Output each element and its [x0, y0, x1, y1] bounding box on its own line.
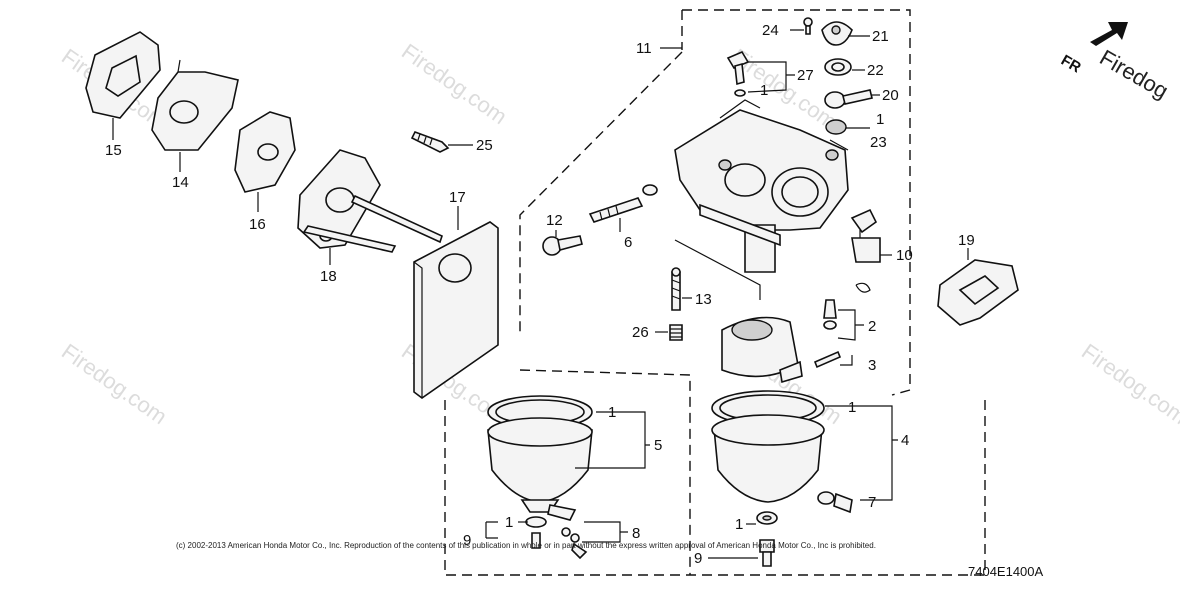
- callout-1-e: 1: [505, 514, 513, 531]
- callout-24: 24: [762, 22, 779, 39]
- front-label: FR: [1058, 52, 1084, 77]
- callout-6: 6: [624, 234, 632, 251]
- part-6-pilot-screw: [588, 184, 658, 223]
- watermark-7: Firedog.com: [1077, 339, 1180, 430]
- drawing-code: 7404E1400A: [968, 564, 1044, 579]
- part-22-seal: [824, 58, 852, 76]
- callout-26: 26: [632, 324, 649, 341]
- part-20-cover: [824, 89, 873, 109]
- part-2-float-valve: [823, 299, 837, 330]
- part-3-pin: [813, 350, 842, 369]
- callout-8: 8: [632, 525, 640, 542]
- callout-21: 21: [872, 28, 889, 45]
- callout-18: 18: [320, 268, 337, 285]
- part-19-gasket: [937, 259, 1019, 326]
- part-16-gasket: [234, 111, 296, 193]
- part-25-bolt: [410, 131, 450, 153]
- part-5-bowl: [487, 395, 593, 521]
- callout-4: 4: [901, 432, 909, 449]
- part-27-screw: [726, 50, 750, 97]
- callout-27: 27: [797, 67, 814, 84]
- part-21-cap: [821, 21, 853, 46]
- part-12-screw: [542, 235, 583, 256]
- callout-numbers: 24 21 11 27 22 1 20 1 23 25 15 14 16 17 …: [105, 22, 975, 567]
- copyright-notice: (c) 2002-2013 American Honda Motor Co., …: [176, 541, 876, 550]
- callout-1-a: 1: [760, 82, 768, 99]
- callout-2: 2: [868, 318, 876, 335]
- callout-5: 5: [654, 437, 662, 454]
- callout-11: 11: [636, 40, 652, 57]
- callout-7: 7: [868, 494, 876, 511]
- assembly-11-outline: [519, 9, 911, 396]
- callout-22: 22: [867, 62, 884, 79]
- part-23-diaphragm: [825, 119, 847, 135]
- part-26-spring: [669, 324, 683, 341]
- drain-parts-left: [525, 516, 588, 560]
- callout-20: 20: [882, 87, 899, 104]
- callout-1-f: 1: [735, 516, 743, 533]
- drain-parts-right: [756, 511, 778, 567]
- callout-leaders: [112, 29, 969, 559]
- callout-10: 10: [896, 247, 913, 264]
- lower-box-outline: [444, 369, 986, 576]
- body-leader: [674, 239, 761, 300]
- callout-14: 14: [172, 174, 189, 191]
- part-17-plate: [413, 221, 499, 399]
- carburetor-body: [674, 99, 849, 273]
- part-14-insulator: [151, 59, 239, 151]
- callout-3: 3: [868, 357, 876, 374]
- part-18-bracket: [297, 149, 443, 253]
- callout-1-d: 1: [848, 399, 856, 416]
- callout-19: 19: [958, 232, 975, 249]
- callout-1-c: 1: [608, 404, 616, 421]
- float: [721, 316, 803, 384]
- callout-23: 23: [870, 134, 887, 151]
- callout-15: 15: [105, 142, 122, 159]
- part-10-float-arm: [850, 208, 881, 293]
- part-24-screw: [803, 17, 813, 35]
- callout-9-b: 9: [694, 550, 702, 567]
- front-direction-arrow-icon: FR Firedog: [1058, 22, 1173, 104]
- callout-16: 16: [249, 216, 266, 233]
- callout-13: 13: [695, 291, 712, 308]
- part-4-bowl: [711, 390, 825, 503]
- part-15-gasket: [85, 31, 161, 119]
- callout-9-a: 9: [463, 532, 471, 549]
- callout-17: 17: [449, 189, 466, 206]
- watermark-4: Firedog.com: [57, 339, 172, 430]
- callout-1-b: 1: [876, 111, 884, 128]
- part-7-drain-screw: [817, 491, 853, 514]
- callout-25: 25: [476, 137, 493, 154]
- watermark-2: Firedog.com: [397, 39, 512, 130]
- callout-12: 12: [546, 212, 563, 229]
- part-13-screw: [671, 267, 681, 311]
- watermark-brand: Firedog: [1096, 45, 1173, 104]
